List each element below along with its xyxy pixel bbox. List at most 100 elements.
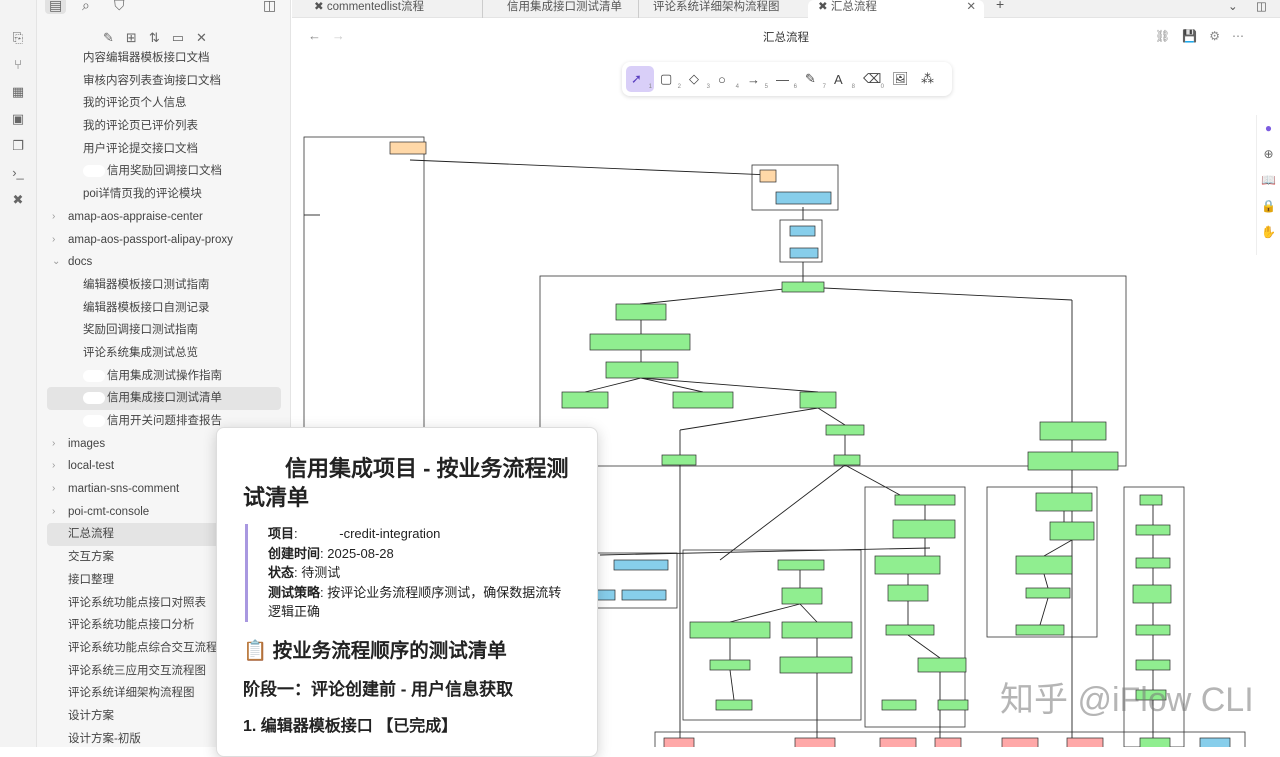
- draw-tool-button[interactable]: ✎7: [800, 66, 828, 92]
- close-tab-icon[interactable]: ✕: [966, 1, 976, 13]
- new-note-icon[interactable]: ✎: [103, 30, 114, 45]
- templates-icon[interactable]: ❐: [12, 138, 24, 153]
- file-item[interactable]: 编辑器模板接口测试指南: [37, 274, 291, 297]
- line-tool-button[interactable]: —6: [771, 66, 799, 92]
- item-label: 用户评论提交接口文档: [83, 142, 198, 155]
- sidebar-toggle-icon[interactable]: ◫: [263, 0, 277, 13]
- file-item[interactable]: 审核内容列表查询接口文档: [37, 70, 291, 93]
- item-label: 评论系统详细架构流程图: [68, 687, 195, 700]
- sort-icon[interactable]: ⇅: [148, 30, 160, 45]
- graph-view-icon[interactable]: ⑂: [14, 57, 22, 72]
- file-item[interactable]: 编辑器模板接口自测记录: [37, 297, 291, 320]
- file-item[interactable]: 我的评论页已评价列表: [37, 115, 291, 138]
- file-item[interactable]: 奖励回调接口测试指南: [37, 319, 291, 342]
- flow-node: [605, 361, 679, 379]
- image-tool-button[interactable]: 🖼: [887, 66, 915, 92]
- auto-reveal-icon[interactable]: ▭: [171, 30, 185, 45]
- item-label: poi-cmt-console: [68, 505, 150, 518]
- item-label: 编辑器模板接口测试指南: [83, 278, 210, 291]
- excalidraw-icon[interactable]: ✖: [12, 192, 24, 207]
- new-folder-icon[interactable]: ⊞: [125, 30, 137, 45]
- new-tab-icon[interactable]: +: [996, 0, 1005, 12]
- file-item[interactable]: 评论系统功能点接口分析: [37, 614, 291, 637]
- folder-item[interactable]: ⌄docs: [37, 251, 291, 274]
- file-item[interactable]: 设计方案: [37, 705, 291, 728]
- library-tool-button[interactable]: ⁂: [916, 66, 944, 92]
- canvas-icon[interactable]: ▦: [11, 84, 25, 99]
- right-sidebar-toggle-icon[interactable]: ◫: [1256, 1, 1267, 13]
- tab-list-chevron-icon[interactable]: ⌄: [1228, 1, 1238, 13]
- hand-icon[interactable]: ✋: [1261, 225, 1276, 239]
- arrow-tool-button[interactable]: →5: [742, 66, 770, 92]
- file-item[interactable]: 信用开关问题排查报告: [37, 410, 291, 433]
- diamond-tool-button[interactable]: ◇3: [684, 66, 712, 92]
- file-item[interactable]: 评论系统详细架构流程图: [37, 682, 291, 705]
- item-label: 奖励回调接口测试指南: [83, 324, 198, 337]
- excalidraw-icon[interactable]: ●: [1264, 121, 1273, 135]
- file-item[interactable]: 内容编辑器模板接口文档: [37, 47, 291, 70]
- folder-item[interactable]: ›amap-aos-appraise-center: [37, 206, 291, 229]
- eraser-tool-button[interactable]: ⌫0: [858, 66, 886, 92]
- file-item[interactable]: 交互方案: [37, 546, 291, 569]
- add-file-icon[interactable]: ⊕: [1263, 147, 1274, 161]
- bookmark-icon[interactable]: ⛉: [114, 0, 125, 13]
- more-options-icon[interactable]: ⋯: [1232, 29, 1244, 43]
- shortcut-key: 6: [793, 84, 797, 90]
- back-arrow-icon[interactable]: ←: [308, 28, 321, 43]
- connector-arrow: [1043, 539, 1073, 557]
- lock-icon[interactable]: 🔒: [1261, 199, 1276, 213]
- redacted: [301, 528, 338, 541]
- file-item[interactable]: 用户评论提交接口文档: [37, 138, 291, 161]
- terminal-icon[interactable]: ›_: [12, 165, 24, 180]
- file-item[interactable]: 评论系统集成测试总览: [37, 342, 291, 365]
- daily-note-icon[interactable]: ▣: [11, 111, 25, 126]
- tab-credit-checklist[interactable]: 信用集成接口测试清单: [482, 0, 622, 18]
- folder-item[interactable]: ›martian-sns-comment: [37, 478, 291, 501]
- flow-node: [777, 559, 825, 571]
- connector-arrow: [719, 464, 846, 561]
- file-item[interactable]: poi详情页我的评论模块: [37, 183, 291, 206]
- collapse-all-icon[interactable]: ✕: [196, 30, 207, 45]
- tab-summary-flow[interactable]: ✖ 汇总流程✕: [808, 0, 984, 19]
- item-label: images: [68, 437, 106, 450]
- excalidraw-icon: ✖: [818, 1, 831, 13]
- item-label: 编辑器模板接口自测记录: [83, 301, 210, 314]
- open-quick-switcher-icon[interactable]: ⎘: [12, 30, 24, 45]
- rectangle-tool-button[interactable]: ▢2: [655, 66, 683, 92]
- flow-node: [1015, 624, 1065, 636]
- flow-node: [775, 191, 832, 205]
- file-item[interactable]: 信用集成接口测试清单: [47, 387, 281, 410]
- file-item[interactable]: 评论系统功能点综合交互流程: [37, 637, 291, 660]
- folder-item[interactable]: ›images: [37, 433, 291, 456]
- image-icon: 🖼: [892, 71, 909, 86]
- tab-commentedlist[interactable]: ✖ commentedlist流程: [314, 1, 424, 13]
- watermark: 知乎 @iFlow CLI: [1000, 681, 1254, 719]
- select-tool-button[interactable]: ➚1: [626, 66, 654, 92]
- forward-arrow-icon[interactable]: →: [331, 28, 345, 43]
- file-item[interactable]: 信用集成测试操作指南: [37, 365, 291, 388]
- file-item[interactable]: 信用奖励回调接口文档: [37, 160, 291, 183]
- folder-item[interactable]: ›amap-aos-passport-alipay-proxy: [37, 229, 291, 252]
- preview-heading-4: 1. 编辑器模板接口 【已完成】: [243, 717, 458, 735]
- preview-title: 信用集成项目 - 按业务流程测试清单: [243, 456, 569, 510]
- file-item[interactable]: 接口整理: [37, 569, 291, 592]
- ellipse-tool-button[interactable]: ○4: [713, 66, 741, 92]
- item-label: amap-aos-appraise-center: [68, 210, 203, 223]
- file-item[interactable]: 设计方案-初版: [37, 728, 291, 751]
- folder-item[interactable]: ›poi-cmt-console: [37, 501, 291, 524]
- save-icon[interactable]: 💾: [1182, 29, 1198, 43]
- settings-icon[interactable]: ⚙: [1209, 29, 1220, 43]
- file-item[interactable]: 评论系统功能点接口对照表: [37, 592, 291, 615]
- rectangle-icon: ▢: [660, 71, 673, 86]
- tab-architecture[interactable]: 评论系统详细架构流程图: [638, 0, 780, 18]
- search-icon[interactable]: ⌕: [82, 0, 90, 13]
- files-tab-icon[interactable]: ▤: [45, 0, 67, 14]
- file-item[interactable]: 我的评论页个人信息: [37, 92, 291, 115]
- folder-item[interactable]: ›local-test: [37, 455, 291, 478]
- link-icon[interactable]: ⛓: [1155, 29, 1171, 43]
- connector-arrow: [729, 669, 735, 701]
- file-item[interactable]: 评论系统三应用交互流程图: [37, 660, 291, 683]
- book-icon[interactable]: 📖: [1261, 173, 1276, 187]
